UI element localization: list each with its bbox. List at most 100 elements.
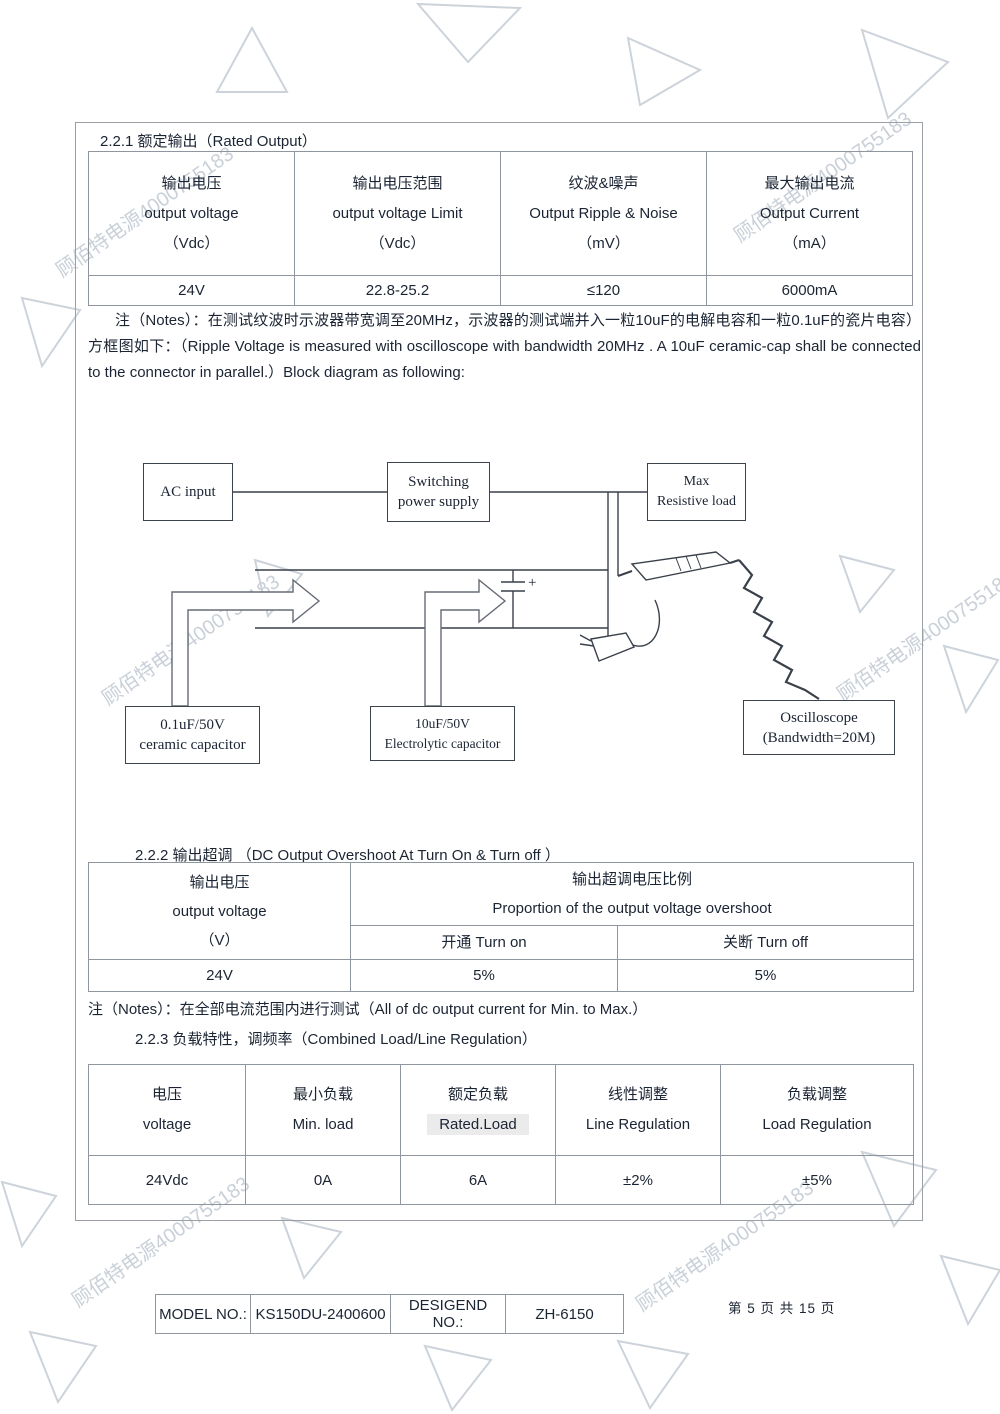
footer-model-table: MODEL NO.: KS150DU-2400600 DESIGEND NO.:… — [155, 1294, 624, 1334]
max-load-label-line1: Max — [683, 474, 710, 489]
header-voltage-limit: 输出电压范围 output voltage Limit （Vdc） — [294, 151, 501, 276]
clip-to-probe-wire — [632, 599, 661, 647]
section-2-2-1-heading: 2.2.1 额定输出（Rated Output） — [100, 133, 317, 150]
header-line-en: voltage — [142, 1116, 192, 1133]
switching-power-supply-box: Switching power supply — [387, 462, 490, 522]
header-line-zh: 最小负载 — [292, 1086, 353, 1103]
oscilloscope-label-line1: Oscilloscope — [780, 709, 858, 726]
header-line-zh: 输出电压 — [189, 873, 250, 891]
header-line-regulation: 线性调整 Line Regulation — [555, 1064, 721, 1156]
electrolytic-capacitor-box: 10uF/50V Electrolytic capacitor — [370, 706, 515, 761]
cell-max-current: 6000mA — [706, 275, 913, 306]
overshoot-note: 注（Notes）：在全部电流范围内进行测试（All of dc output c… — [88, 1001, 648, 1018]
watermark-triangle — [28, 1330, 98, 1405]
oscilloscope-box: Oscilloscope (Bandwidth=20M) — [743, 700, 895, 755]
watermark-triangle — [942, 644, 1000, 715]
cell-turn-on: 5% — [350, 959, 618, 992]
header-line-en: output voltage — [144, 204, 239, 222]
header-line-en: Output Current — [759, 204, 860, 222]
cell-ripple-noise: ≤120 — [500, 275, 707, 306]
header-line-zh: 输出超调电压比例 — [572, 871, 693, 888]
ceramic-label-line2: ceramic capacitor — [139, 737, 246, 753]
header-overshoot-proportion: 输出超调电压比例 Proportion of the output voltag… — [349, 862, 915, 926]
design-no-label: DESIGEND NO.: — [390, 1294, 506, 1334]
cell-line-regulation: ±2% — [555, 1155, 721, 1205]
header-line-unit: （Vdc） — [163, 234, 220, 252]
model-no-label: MODEL NO.: — [155, 1294, 251, 1334]
page-number: 第 5 页 共 15 页 — [728, 1301, 836, 1316]
block-diagram: + AC input Switching power supply Max Re… — [75, 430, 923, 820]
switching-label-line2: power supply — [397, 494, 480, 510]
header-line-en: Load Regulation — [762, 1116, 872, 1133]
header-ripple-noise: 纹波&噪声 Output Ripple & Noise （mV） — [500, 151, 707, 276]
header-output-voltage: 输出电压 output voltage （Vdc） — [88, 151, 295, 276]
switching-label-line1: Switching — [408, 474, 469, 490]
header-line-unit: （Vdc） — [369, 234, 426, 252]
max-load-label-line2: Resistive load — [657, 494, 736, 509]
design-no-value: ZH-6150 — [505, 1294, 624, 1334]
model-no-value: KS150DU-2400600 — [250, 1294, 391, 1334]
watermark-triangle — [215, 25, 289, 93]
probe-body — [630, 551, 732, 581]
alligator-clip — [590, 632, 636, 662]
cell-voltage-limit: 22.8-25.2 — [294, 275, 501, 306]
probe-ribs — [675, 554, 702, 572]
cell-load-regulation: ±5% — [720, 1155, 914, 1205]
ac-input-box: AC input — [143, 463, 233, 521]
header-line-zh: 额定负载 — [447, 1086, 508, 1103]
header-line-unit: （V） — [199, 931, 240, 949]
header-line-unit: （mV） — [577, 234, 630, 252]
header-line-en: output voltage — [172, 902, 267, 920]
diagram-drawing: + — [171, 491, 820, 707]
watermark-triangle — [415, 2, 523, 64]
header-line-zh: 输出电压 — [161, 174, 222, 192]
capacitor-symbol — [501, 570, 525, 628]
clip-jaws — [579, 634, 595, 647]
probe-rear — [729, 559, 740, 564]
header-line-zh: 电压 — [151, 1086, 182, 1103]
ceramic-label-line1: 0.1uF/50V — [160, 717, 225, 733]
header-line-zh: 输出电压范围 — [352, 174, 443, 192]
ceramic-capacitor-box: 0.1uF/50V ceramic capacitor — [125, 706, 260, 764]
watermark-triangle — [939, 1254, 1000, 1327]
header-line-en: Line Regulation — [585, 1116, 691, 1133]
section-2-2-2-heading: 2.2.2 输出超调 （DC Output Overshoot At Turn … — [135, 847, 560, 864]
header-line-en: Output Ripple & Noise — [529, 204, 678, 222]
content-border — [75, 122, 923, 1221]
cell-voltage: 24V — [88, 959, 351, 992]
watermark-triangle — [860, 28, 950, 120]
header-voltage: 电压 voltage — [88, 1064, 246, 1156]
ripple-measurement-note: 注（Notes）：在测试纹波时示波器带宽调至20MHz，示波器的测试端并入一粒1… — [88, 312, 921, 381]
cell-voltage: 24Vdc — [88, 1155, 246, 1205]
header-line-zh: 最大输出电流 — [764, 174, 855, 192]
header-output-voltage: 输出电压 output voltage （V） — [88, 862, 351, 960]
section-2-2-3-heading: 2.2.3 负载特性，调频率（Combined Load/Line Regula… — [135, 1031, 537, 1048]
cell-rated-load: 6A — [400, 1155, 556, 1205]
watermark-triangle — [423, 1344, 493, 1412]
subheader-turn-off: 关断 Turn off — [616, 925, 915, 960]
block-arrow-electrolytic — [424, 578, 507, 707]
overshoot-table: 输出电压 output voltage （V） 输出超调电压比例 Proport… — [88, 862, 915, 992]
header-load-regulation: 负载调整 Load Regulation — [720, 1064, 914, 1156]
header-line-zh: 纹波&噪声 — [568, 174, 639, 192]
cell-turn-off: 5% — [616, 959, 915, 992]
header-max-current: 最大输出电流 Output Current （mA） — [706, 151, 913, 276]
rated-load-highlight: Rated.Load — [427, 1114, 529, 1135]
watermark-triangle — [0, 1180, 58, 1249]
load-line-regulation-table: 电压 voltage 最小负载 Min. load 额定负载 Rated.Loa… — [88, 1064, 914, 1205]
header-line-en: Proportion of the output voltage oversho… — [492, 900, 772, 917]
header-min-load: 最小负载 Min. load — [245, 1064, 401, 1156]
probe-tip — [617, 570, 633, 577]
electrolytic-label-line2: Electrolytic capacitor — [384, 735, 501, 751]
watermark-triangle — [20, 296, 82, 369]
header-line-unit: （mA） — [783, 234, 836, 252]
capacitor-plus-sign: + — [528, 575, 536, 591]
header-line-en: Rated.Load — [403, 1110, 553, 1140]
max-resistive-load-box: Max Resistive load — [647, 463, 746, 521]
rated-output-table: 输出电压 output voltage （Vdc） 输出电压范围 output … — [88, 151, 913, 306]
watermark-triangle — [626, 36, 703, 107]
header-line-zh: 线性调整 — [607, 1086, 668, 1103]
block-arrow-ceramic — [171, 578, 321, 707]
cell-output-voltage: 24V — [88, 275, 295, 306]
